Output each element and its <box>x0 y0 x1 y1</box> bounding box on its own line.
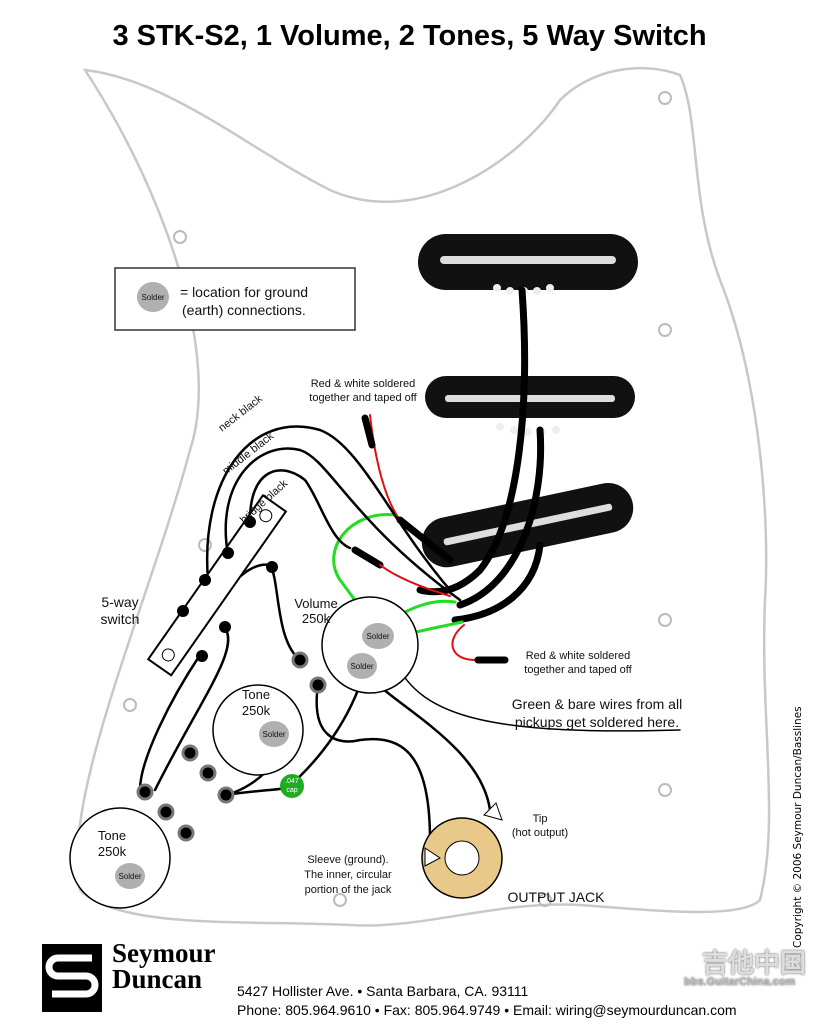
note-text: Red & white soldered <box>526 650 631 662</box>
sleeve-label: portion of the jack <box>305 884 392 896</box>
watermark-cn: 吉他中国 <box>702 948 807 978</box>
note-text: pickups get soldered here. <box>515 714 679 730</box>
volume-pot: Solder Solder <box>291 596 419 694</box>
note-text: together and taped off <box>309 392 417 404</box>
volume-value: 250k <box>302 611 331 626</box>
tone1-value: 250k <box>242 703 271 718</box>
note-text: Red & white soldered <box>311 378 416 390</box>
neck-pickup <box>418 234 638 295</box>
note-text: together and taped off <box>524 664 632 676</box>
pickguard-outline <box>75 66 771 927</box>
output-jack <box>421 802 503 899</box>
solder-label: Solder <box>350 662 373 671</box>
switch-label: 5-way <box>101 594 138 610</box>
sleeve-label: The inner, circular <box>304 869 392 881</box>
cap-label: cap <box>286 787 297 794</box>
watermark: 吉他中国 bbs.GuitarChina.com <box>672 948 807 989</box>
diagram-title: 3 STK-S2, 1 Volume, 2 Tones, 5 Way Switc… <box>112 20 707 52</box>
tone2-value: 250k <box>98 844 127 859</box>
solder-label: Solder <box>262 730 285 739</box>
tone-pot-1: Solder <box>181 684 304 804</box>
note-text: Green & bare wires from all <box>512 696 682 712</box>
copyright: Copyright © 2006 Seymour Duncan/Bassline… <box>792 706 804 948</box>
legend-box: Solder = location for ground (earth) con… <box>114 267 356 331</box>
tone1-label: Tone <box>242 687 270 702</box>
seymour-duncan-logo <box>42 944 102 1012</box>
contact-info: Phone: 805.964.9610 • Fax: 805.964.9749 … <box>237 1002 737 1018</box>
sleeve-label: Sleeve (ground). <box>307 854 388 866</box>
brand-line: Seymour <box>112 938 216 968</box>
tone-pot-2: Solder <box>69 783 195 909</box>
cap-value: .047 <box>285 778 299 785</box>
brand-line: Duncan <box>112 964 203 994</box>
legend-text: (earth) connections. <box>182 302 306 318</box>
solder-label: Solder <box>141 293 164 302</box>
switch-label: switch <box>101 611 140 627</box>
screw-holes <box>123 91 672 907</box>
tip-label: (hot output) <box>512 827 568 839</box>
legend-text: = location for ground <box>180 284 308 300</box>
output-jack-label: OUTPUT JACK <box>508 889 606 905</box>
middle-pickup <box>425 376 635 436</box>
solder-label: Solder <box>366 632 389 641</box>
solder-label: Solder <box>118 872 141 881</box>
brand-name: Seymour Duncan <box>112 938 216 994</box>
wire-label-neck: neck black <box>216 393 265 435</box>
volume-label: Volume <box>294 596 337 611</box>
tone2-label: Tone <box>98 828 126 843</box>
watermark-url: bbs.GuitarChina.com <box>684 976 796 989</box>
tip-label: Tip <box>533 813 548 825</box>
switch-lugs <box>177 516 278 662</box>
address: 5427 Hollister Ave. • Santa Barbara, CA.… <box>237 983 529 999</box>
cap: .047 cap <box>280 774 304 798</box>
